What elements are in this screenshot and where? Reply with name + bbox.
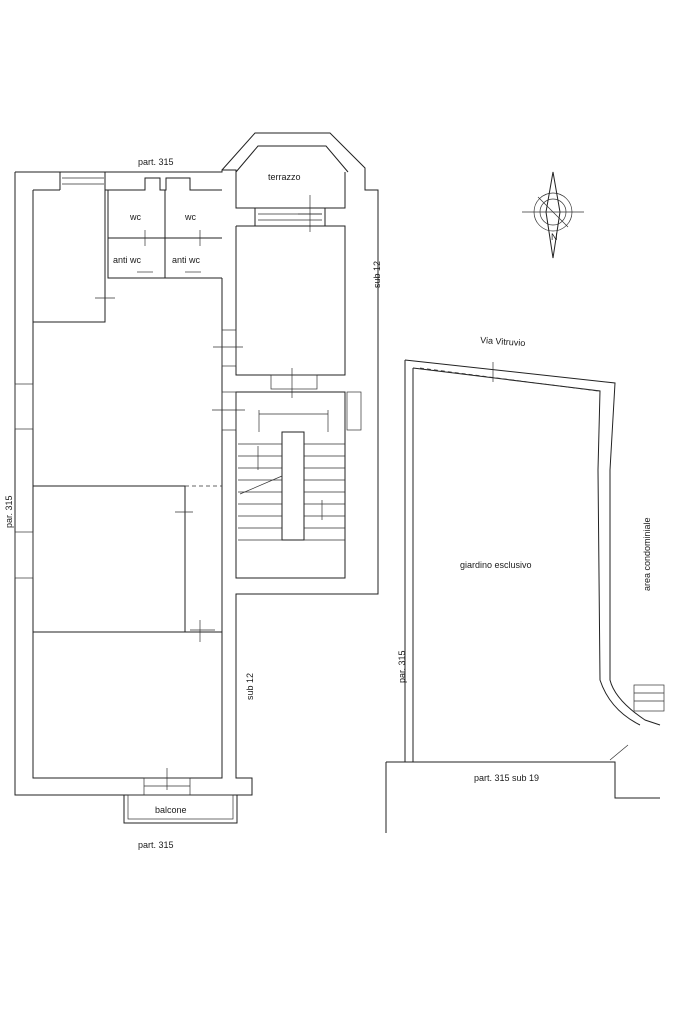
label-par315-garden: par. 315 <box>397 650 407 683</box>
apartment-outer-walls <box>14 132 379 796</box>
garden-area <box>385 359 665 833</box>
label-compass-n: N <box>551 232 558 242</box>
terrazzo-area <box>235 145 349 232</box>
north-arrow-icon <box>522 171 584 259</box>
label-anti-wc-left: anti wc <box>113 255 142 265</box>
label-via-vitruvio: Via Vitruvio <box>480 335 526 348</box>
balcone-area <box>123 768 238 824</box>
label-anti-wc-right: anti wc <box>172 255 201 265</box>
label-wc-left: wc <box>129 212 141 222</box>
label-terrazzo: terrazzo <box>268 172 301 182</box>
label-sub12-upper: sub 12 <box>372 261 382 288</box>
label-part-top: part. 315 <box>138 157 174 167</box>
internal-walls <box>32 190 346 642</box>
staircase <box>221 391 362 579</box>
label-par315-left: par. 315 <box>4 495 14 528</box>
label-area-condominiale: area condominiale <box>642 517 652 591</box>
label-wc-right: wc <box>184 212 196 222</box>
label-part-sub19: part. 315 sub 19 <box>474 773 539 783</box>
label-giardino-esclusivo: giardino esclusivo <box>460 560 532 570</box>
label-sub12-lower: sub 12 <box>245 673 255 700</box>
label-balcone: balcone <box>155 805 187 815</box>
label-part-bottom: part. 315 <box>138 840 174 850</box>
